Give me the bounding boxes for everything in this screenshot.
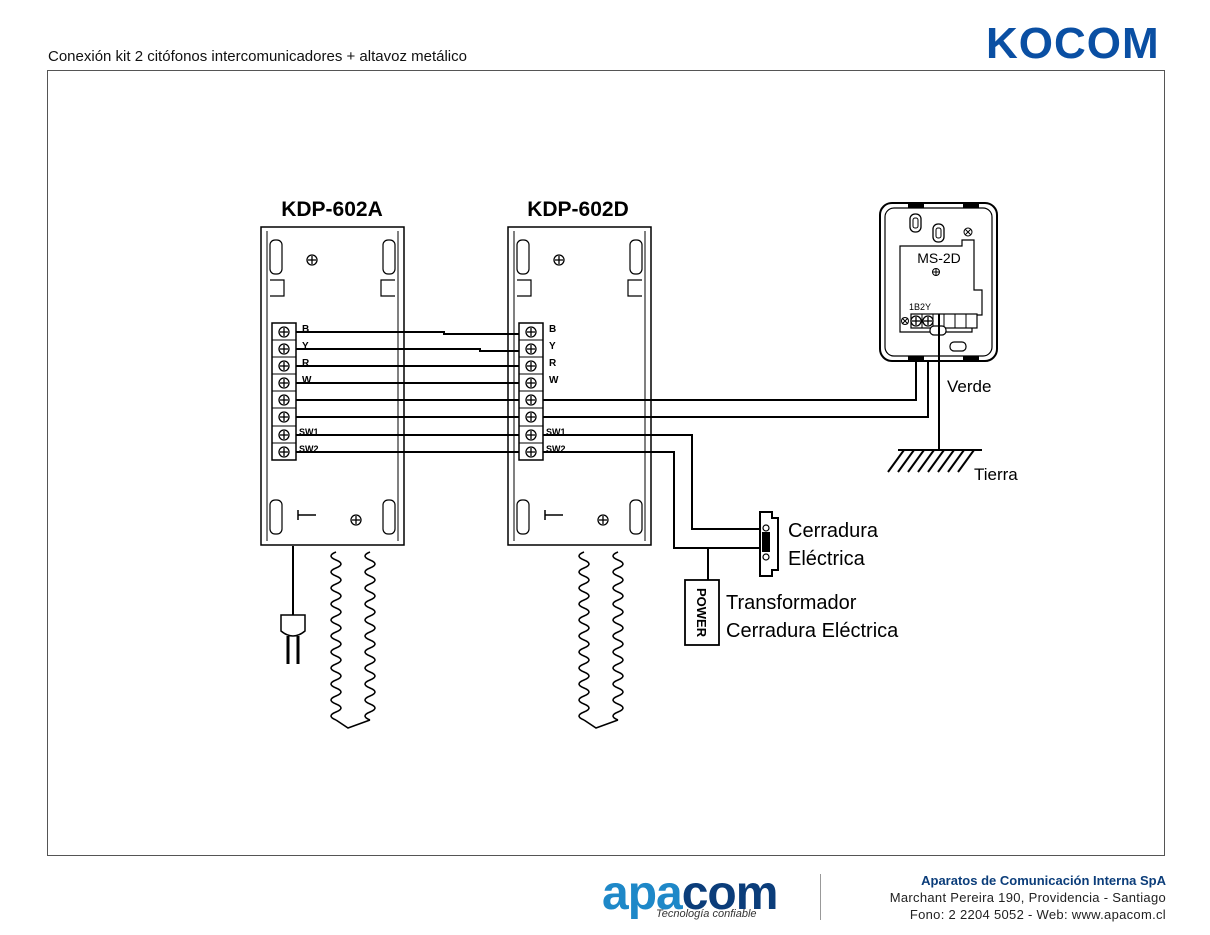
unit-kdp-602a: B Y R W SW1 SW2 — [260, 226, 405, 729]
label-verde: Verde — [947, 377, 991, 396]
terminal-label-sw2-d: SW2 — [546, 444, 566, 454]
speaker-ms-2d — [879, 202, 998, 450]
terminal-label-b-a: B — [302, 324, 309, 335]
terminal-label-b-d: B — [549, 324, 556, 335]
label-transformer-line1: Transformador — [726, 592, 857, 614]
label-tierra: Tierra — [974, 465, 1018, 484]
ground-symbol — [887, 449, 982, 473]
speaker-terminal-label: 1B2Y — [909, 302, 931, 312]
unit-a-title: KDP-602A — [281, 198, 383, 221]
terminal-label-r-a: R — [302, 358, 310, 369]
apacom-logo: apacom Tecnología confiable — [602, 867, 779, 921]
label-transformer-line2: Cerradura Eléctrica — [726, 620, 899, 642]
label-lock-line2: Eléctrica — [788, 548, 866, 570]
page-title: Conexión kit 2 citófonos intercomunicado… — [48, 48, 467, 65]
terminal-label-w-d: W — [549, 375, 559, 386]
power-transformer: POWER — [684, 579, 720, 646]
logo-part1: apa — [602, 867, 683, 920]
logo-tagline: Tecnología confiable — [656, 908, 757, 920]
diagram-frame — [47, 70, 1165, 856]
terminal-label-r-d: R — [549, 358, 557, 369]
company-address: Marchant Pereira 190, Providencia - Sant… — [889, 890, 1166, 905]
footer-divider — [820, 874, 821, 920]
terminal-label-sw2-a: SW2 — [299, 444, 319, 454]
terminal-label-y-d: Y — [549, 341, 556, 352]
unit-kdp-602d: B Y R W SW1 SW2 — [507, 226, 652, 729]
terminal-label-y-a: Y — [302, 341, 309, 352]
logo-part2: com — [681, 867, 779, 920]
company-name: Aparatos de Comunicación Interna SpA — [921, 873, 1166, 888]
label-lock-line1: Cerradura — [788, 520, 879, 542]
power-label: POWER — [694, 588, 709, 638]
electric-lock — [759, 511, 779, 577]
terminal-label-sw1-a: SW1 — [299, 427, 319, 437]
wires-a-to-d — [296, 331, 519, 453]
kocom-logo: KOCOM — [986, 19, 1160, 68]
speaker-title: MS-2D — [917, 250, 961, 266]
company-contact[interactable]: Fono: 2 2204 5052 - Web: www.apacom.cl — [909, 907, 1166, 922]
company-info: Aparatos de Comunicación Interna SpA Mar… — [890, 872, 1166, 923]
terminal-label-sw1-d: SW1 — [546, 427, 566, 437]
terminal-label-w-a: W — [302, 375, 312, 386]
unit-d-title: KDP-602D — [527, 198, 629, 221]
